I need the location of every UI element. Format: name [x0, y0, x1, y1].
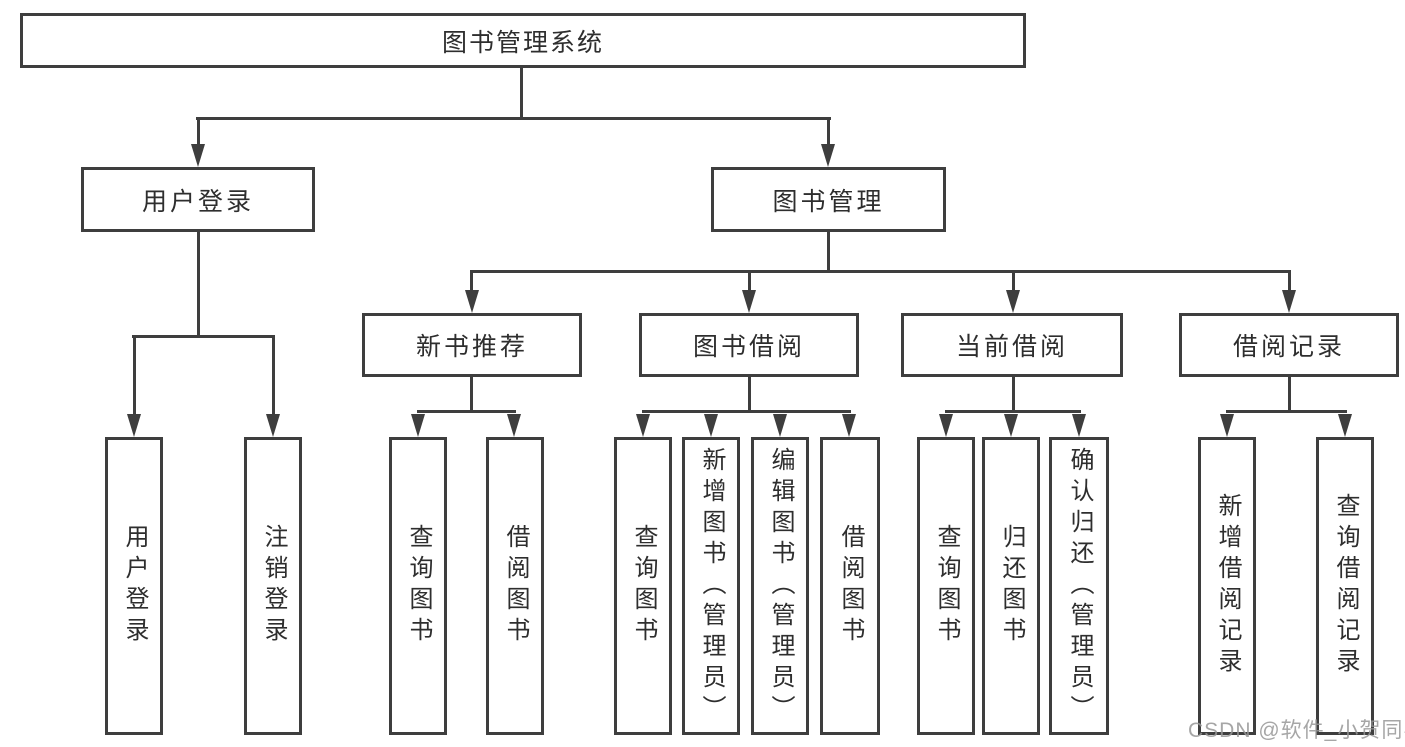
- node-label: 当前借阅: [955, 333, 1068, 361]
- arrow-down-icon: [939, 414, 953, 437]
- leaf-logout: 注销登录: [244, 437, 302, 735]
- node-new-book-recommend: 新书推荐: [362, 313, 582, 377]
- arrow-down-icon: [1072, 414, 1086, 437]
- leaf-label: 借阅图书: [502, 524, 529, 648]
- connector-line: [272, 338, 275, 414]
- arrow-down-icon: [821, 144, 835, 167]
- node-label: 图书管理: [772, 187, 885, 216]
- leaf-query-books-recommend: 查询图书: [389, 437, 447, 735]
- arrow-down-icon: [507, 414, 521, 437]
- arrow-down-icon: [191, 144, 205, 167]
- connector-line: [520, 68, 523, 117]
- leaf-label: 编辑图书（管理员）: [767, 446, 794, 726]
- node-book-borrowing: 图书借阅: [639, 313, 859, 377]
- arrow-down-icon: [1006, 290, 1020, 313]
- connector-line: [1012, 273, 1015, 290]
- arrow-down-icon: [127, 414, 141, 437]
- node-user-login: 用户登录: [81, 167, 315, 232]
- connector-line: [1288, 273, 1291, 290]
- arrow-down-icon: [1004, 414, 1018, 437]
- leaf-label: 确认归还（管理员）: [1066, 446, 1093, 726]
- arrow-down-icon: [411, 414, 425, 437]
- connector-line: [1012, 377, 1015, 410]
- connector-line: [1288, 377, 1291, 410]
- arrow-down-icon: [842, 414, 856, 437]
- arrow-down-icon: [742, 290, 756, 313]
- connector-line: [470, 377, 473, 410]
- arrow-down-icon: [1220, 414, 1234, 437]
- leaf-query-borrow-record: 查询借阅记录: [1316, 437, 1374, 735]
- leaf-return-book: 归还图书: [982, 437, 1040, 735]
- leaf-label: 注销登录: [260, 524, 287, 648]
- connector-line: [748, 377, 751, 410]
- leaf-borrow-books-recommend: 借阅图书: [486, 437, 544, 735]
- leaf-user-login: 用户登录: [105, 437, 163, 735]
- node-current-borrowing: 当前借阅: [901, 313, 1123, 377]
- connector-line: [1226, 410, 1347, 413]
- leaf-add-book-admin: 新增图书（管理员）: [682, 437, 740, 735]
- leaf-query-books-current: 查询图书: [917, 437, 975, 735]
- node-book-management: 图书管理: [711, 167, 946, 232]
- connector-line: [470, 270, 1291, 273]
- leaf-label: 查询图书: [630, 524, 657, 648]
- arrow-down-icon: [636, 414, 650, 437]
- leaf-label: 查询图书: [405, 524, 432, 648]
- connector-line: [197, 232, 200, 335]
- node-label: 用户登录: [141, 187, 254, 216]
- leaf-label: 查询图书: [933, 524, 960, 648]
- leaf-label: 新增借阅记录: [1214, 493, 1241, 679]
- arrow-down-icon: [773, 414, 787, 437]
- arrow-down-icon: [704, 414, 718, 437]
- leaf-label: 查询借阅记录: [1332, 493, 1359, 679]
- watermark-text: CSDN @软件_小贺同学: [1188, 719, 1405, 742]
- connector-line: [642, 410, 851, 413]
- arrow-down-icon: [266, 414, 280, 437]
- leaf-label: 新增图书（管理员）: [698, 446, 725, 726]
- leaf-confirm-return-admin: 确认归还（管理员）: [1049, 437, 1109, 735]
- connector-line: [748, 273, 751, 290]
- leaf-label: 借阅图书: [837, 524, 864, 648]
- node-label: 图书管理系统: [441, 28, 604, 57]
- node-label: 新书推荐: [415, 333, 528, 361]
- arrow-down-icon: [1338, 414, 1352, 437]
- node-borrow-records: 借阅记录: [1179, 313, 1399, 377]
- leaf-borrow-books-borrowing: 借阅图书: [820, 437, 880, 735]
- connector-line: [132, 335, 275, 338]
- arrow-down-icon: [465, 290, 479, 313]
- node-library-system: 图书管理系统: [20, 13, 1026, 68]
- leaf-add-borrow-record: 新增借阅记录: [1198, 437, 1256, 735]
- connector-line: [827, 232, 830, 270]
- node-label: 图书借阅: [692, 333, 805, 361]
- node-label: 借阅记录: [1232, 333, 1345, 361]
- leaf-query-books-borrowing: 查询图书: [614, 437, 672, 735]
- connector-line: [197, 120, 200, 144]
- connector-line: [417, 410, 516, 413]
- leaf-edit-book-admin: 编辑图书（管理员）: [751, 437, 809, 735]
- leaf-label: 用户登录: [121, 524, 148, 648]
- leaf-label: 归还图书: [998, 524, 1025, 648]
- connector-line: [827, 120, 830, 144]
- arrow-down-icon: [1282, 290, 1296, 313]
- connector-line: [945, 410, 1081, 413]
- connector-line: [470, 273, 473, 290]
- connector-line: [133, 338, 136, 414]
- connector-line: [196, 117, 831, 120]
